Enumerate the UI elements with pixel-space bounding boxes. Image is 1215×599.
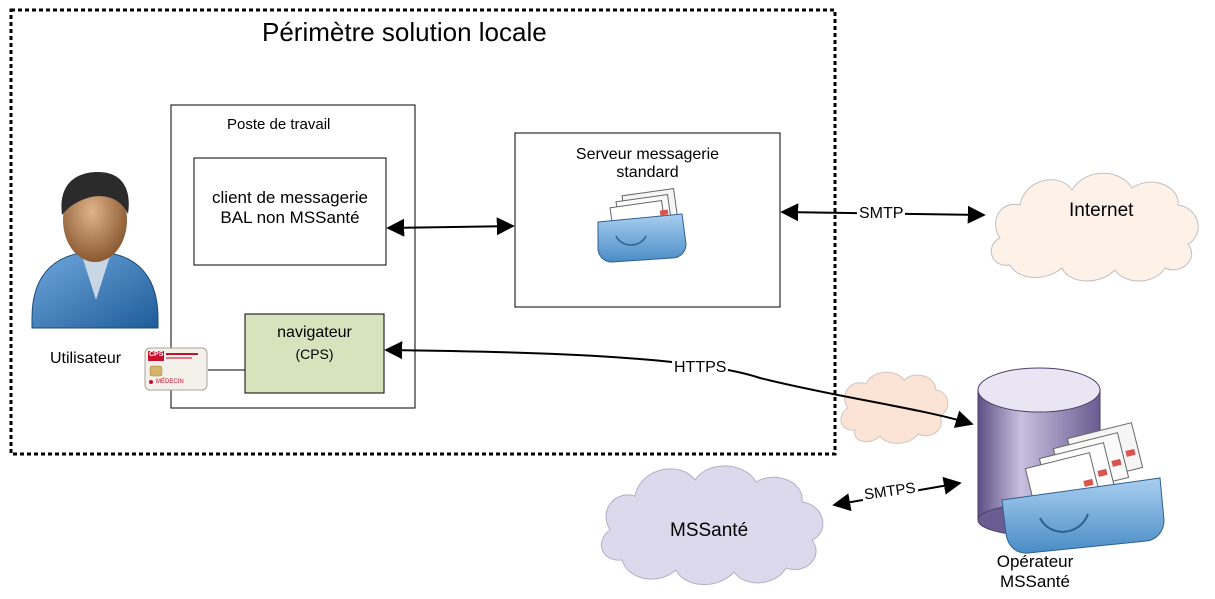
internet-cloud [990, 172, 1199, 282]
https-arrow [384, 341, 974, 428]
perimeter-box [9, 8, 837, 456]
mssante-cloud [600, 465, 824, 585]
browser-label: navigateur (CPS) [245, 324, 384, 362]
mail-client-label: client de messagerie BAL non MSSanté [194, 188, 386, 227]
perimeter-title: Périmètre solution locale [262, 17, 547, 47]
smtp-label: SMTP [857, 205, 906, 224]
mail-server-line2: standard [616, 164, 679, 182]
operator-line2: MSSanté [1000, 571, 1070, 591]
mail-client-line2: BAL non MSSanté [220, 207, 360, 227]
workstation-title: Poste de travail [227, 116, 331, 133]
cps-card-icon [144, 347, 208, 391]
browser-line2: (CPS) [295, 346, 334, 363]
user-avatar [31, 172, 159, 329]
client-server-arrow [386, 217, 515, 237]
internet-label: Internet [1069, 200, 1134, 221]
browser-line1: navigateur [277, 324, 352, 341]
browser-box [244, 313, 385, 394]
mail-tray-icon [597, 187, 687, 263]
mail-client-box [193, 157, 387, 266]
mail-client-line1: client de messagerie [212, 188, 368, 207]
operator-line1: Opérateur [996, 552, 1074, 571]
operator-mail-tray-icon [1001, 422, 1165, 554]
cps-card-footer: MÉDECIN [156, 379, 184, 385]
small-cloud [840, 371, 949, 444]
mail-server-line1: Serveur messagerie [575, 146, 720, 163]
user-label: Utilisateur [50, 350, 122, 367]
cps-card-header: CPS [149, 351, 164, 358]
mail-server-label: Serveur messagerie standard [515, 146, 780, 183]
operator-label: Opérateur MSSanté [980, 552, 1090, 591]
mssante-cloud-label: MSSanté [670, 520, 749, 541]
https-label: HTTPS [672, 359, 729, 378]
